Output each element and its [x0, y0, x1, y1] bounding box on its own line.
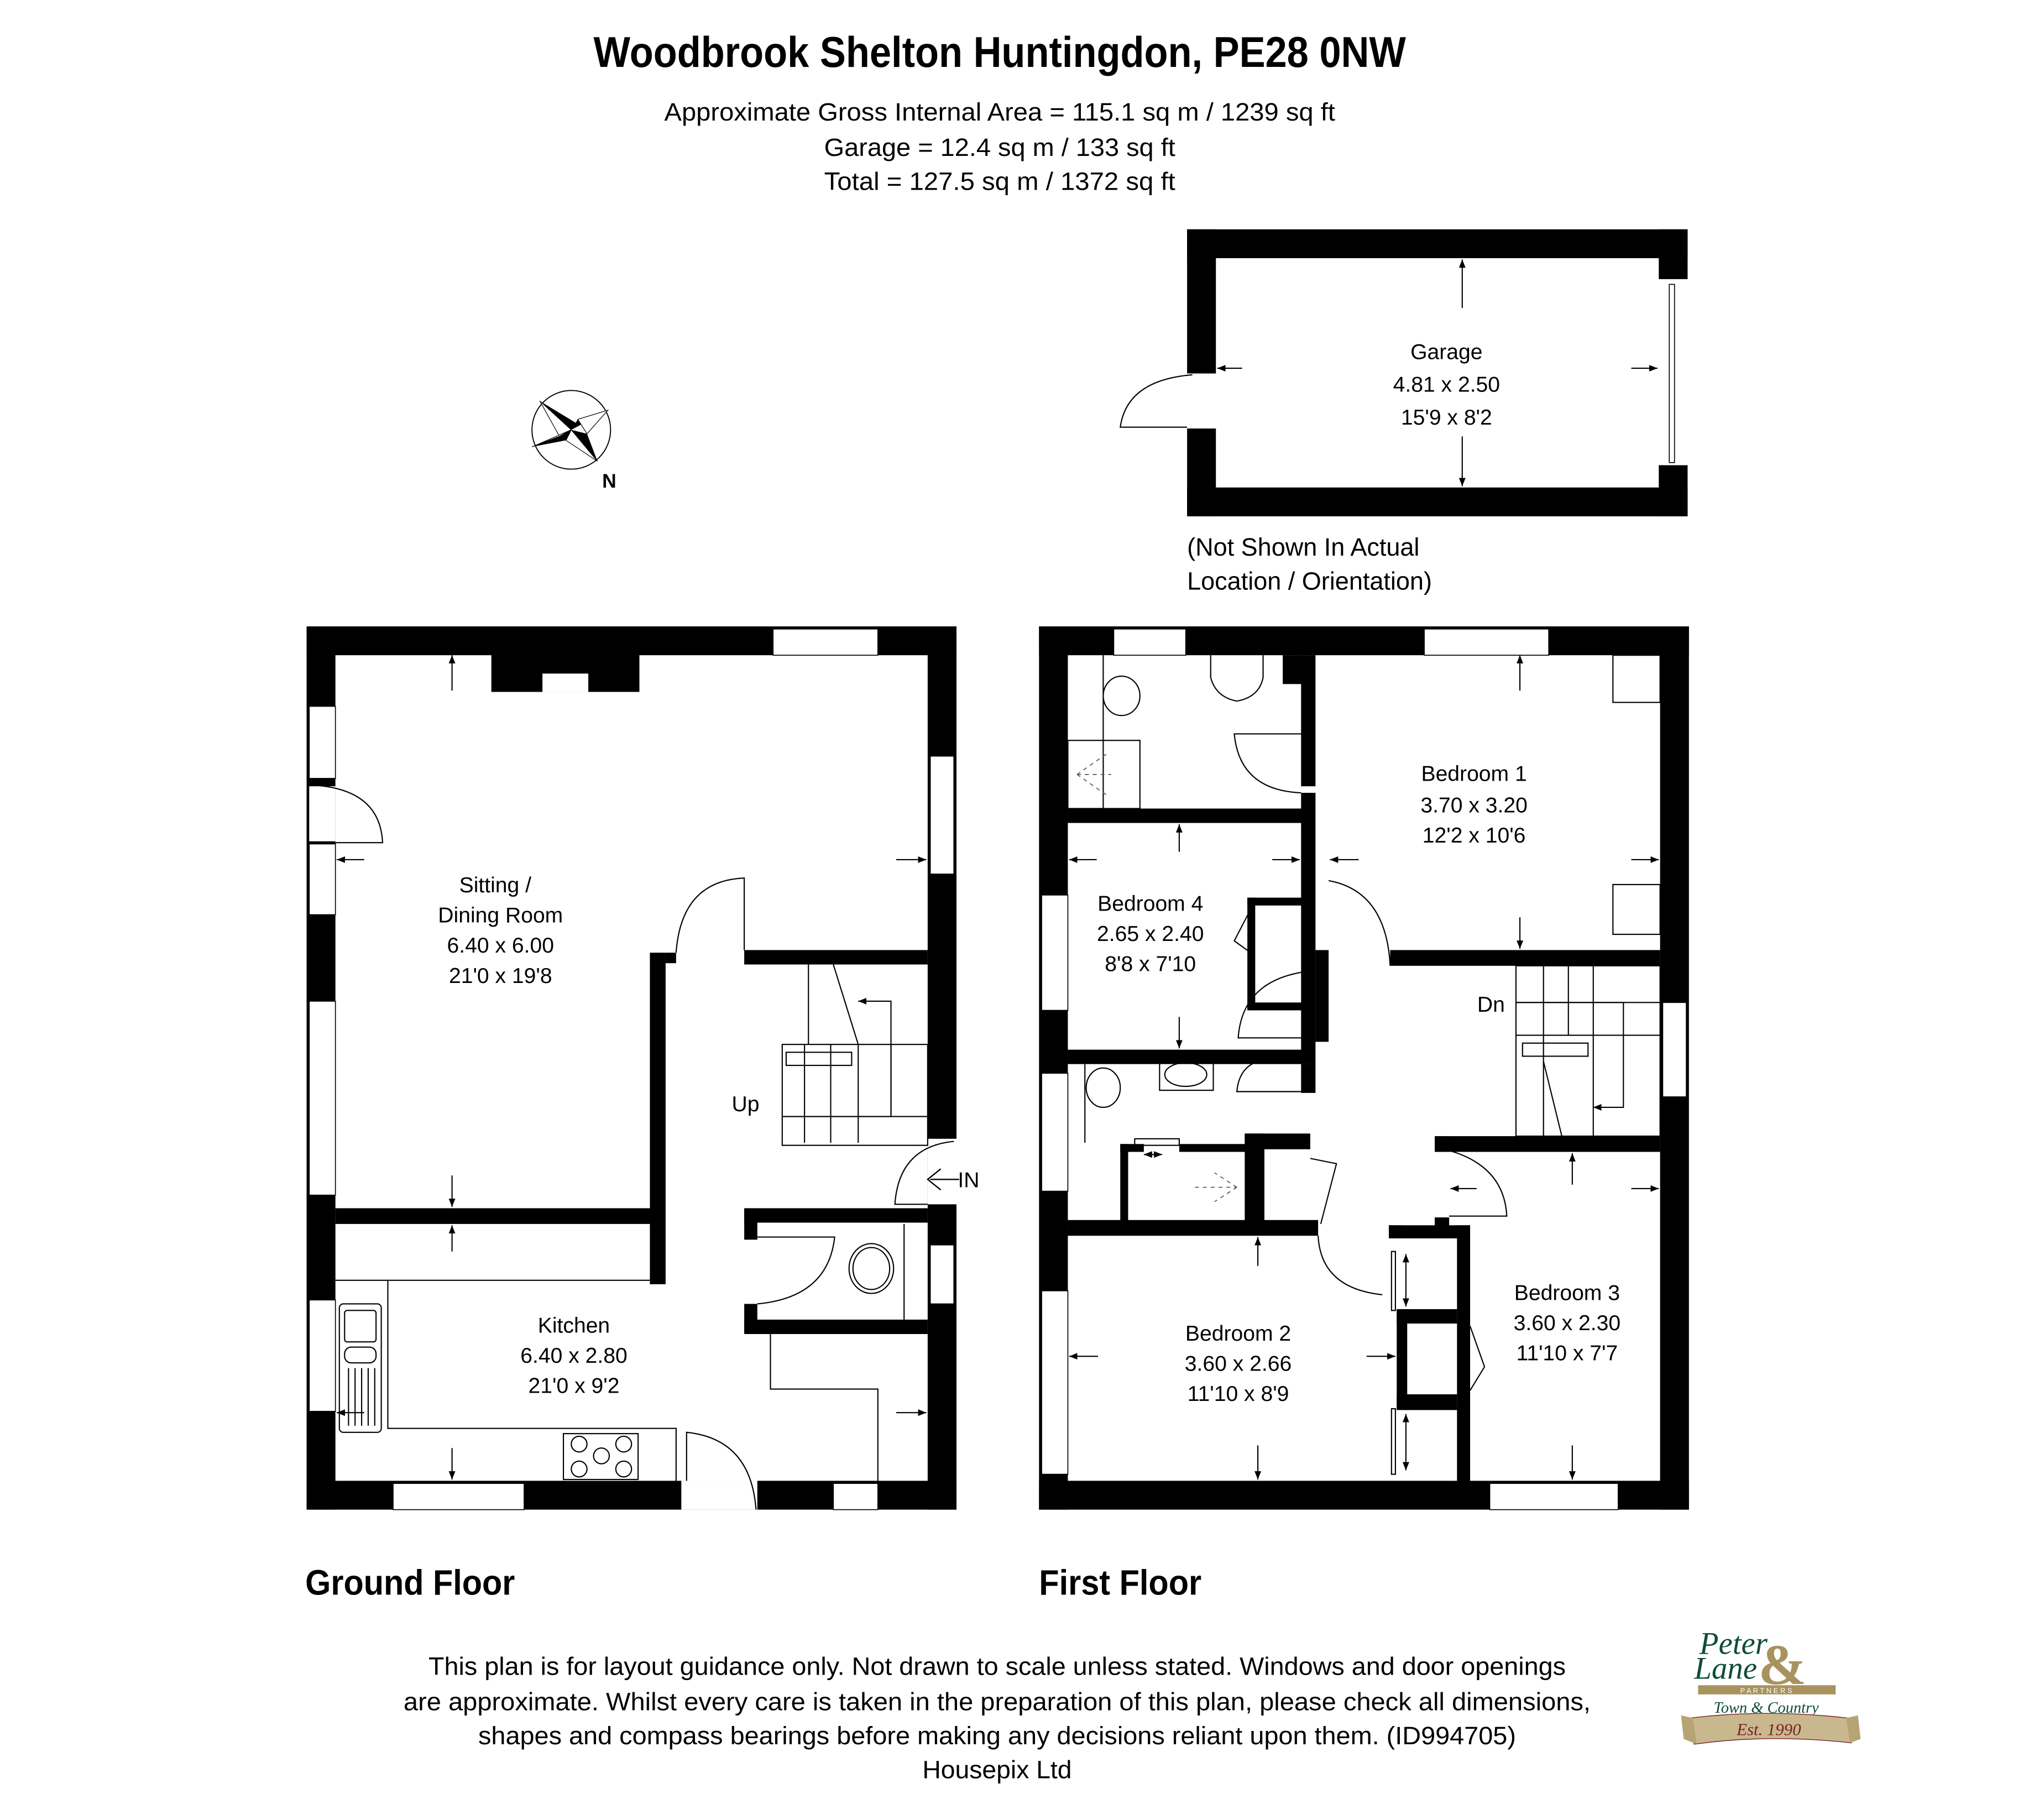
logo-line-lane: Lane [1693, 1651, 1757, 1686]
hob-icon [562, 1433, 639, 1481]
room-imperial: 8'8 x 7'10 [1105, 952, 1196, 976]
room-name-line-1: Sitting / [459, 874, 532, 897]
room-name: Bedroom 3 [1514, 1281, 1620, 1305]
entrance-label: IN [958, 1169, 979, 1192]
logo-line-peter: Peter [1699, 1626, 1768, 1661]
page-title: Woodbrook Shelton Huntingdon, PE28 0NW [594, 28, 1406, 76]
logo-established: Est. 1990 [1736, 1720, 1801, 1739]
room-imperial: 11'10 x 8'9 [1188, 1382, 1289, 1406]
room-imperial: 12'2 x 10'6 [1423, 824, 1526, 848]
stairs-down-label: Dn [1477, 993, 1505, 1017]
disclaimer-line-2: are approximate. Whilst every care is ta… [404, 1687, 1591, 1715]
room-metric: 3.60 x 2.66 [1185, 1352, 1292, 1375]
room-imperial: 21'0 x 9'2 [529, 1374, 620, 1398]
gross-internal-area: Approximate Gross Internal Area = 115.1 … [665, 98, 1336, 126]
ground-floor-stairs: Up [731, 964, 928, 1146]
disclaimer-line-3: shapes and compass bearings before makin… [478, 1722, 1516, 1750]
stairs-up-label: Up [731, 1092, 759, 1116]
room-name: Kitchen [538, 1314, 610, 1338]
garage-name: Garage [1410, 340, 1482, 364]
entrance-arrow-icon [926, 1168, 959, 1191]
header: Woodbrook Shelton Huntingdon, PE28 0NW A… [594, 28, 1406, 196]
logo-partners: P A R T N E R S [1740, 1686, 1792, 1694]
room-metric: 3.70 x 3.20 [1420, 794, 1527, 818]
room-bedroom-3: Bedroom 3 3.60 x 2.30 11'10 x 7'7 [1514, 1281, 1620, 1365]
disclaimer: This plan is for layout guidance only. N… [404, 1652, 1591, 1783]
ground-floor-label: Ground Floor [305, 1563, 515, 1603]
room-name: Bedroom 4 [1097, 892, 1203, 916]
garage-plan: Garage 4.81 x 2.50 15'9 x 8'2 (Not Shown… [1120, 229, 1688, 595]
room-bedroom-1: Bedroom 1 3.70 x 3.20 12'2 x 10'6 [1420, 762, 1527, 848]
total-area: Total = 127.5 sq m / 1372 sq ft [824, 168, 1176, 196]
compass-north-label: N [602, 470, 616, 492]
room-name-line-2: Dining Room [438, 904, 563, 928]
room-sitting-dining: Sitting / Dining Room 6.40 x 6.00 21'0 x… [438, 874, 563, 988]
first-floor-plan: Dn Bedroom 1 3.70 x 3.20 12'2 x 10'6 Bed… [1039, 626, 1689, 1510]
room-name: Bedroom 1 [1421, 762, 1527, 786]
room-metric: 2.65 x 2.40 [1097, 922, 1204, 946]
room-bedroom-2: Bedroom 2 3.60 x 2.66 11'10 x 8'9 [1185, 1322, 1292, 1406]
garage-imperial: 15'9 x 8'2 [1401, 406, 1492, 430]
room-bedroom-4: Bedroom 4 2.65 x 2.40 8'8 x 7'10 [1097, 892, 1204, 976]
garage-note-line-2: Location / Orientation) [1187, 567, 1432, 595]
compass-rose-icon: N [531, 390, 616, 492]
room-metric: 3.60 x 2.30 [1514, 1311, 1620, 1335]
ground-floor-plan: Up IN [306, 626, 979, 1510]
room-metric: 6.40 x 6.00 [447, 934, 554, 958]
room-imperial: 21'0 x 19'8 [449, 964, 552, 988]
agency-logo: Peter Lane & P A R T N E R S Town & Coun… [1681, 1626, 1861, 1745]
garage-metric: 4.81 x 2.50 [1393, 373, 1500, 397]
first-floor-stairs: Dn [1477, 965, 1661, 1137]
kitchen-sink-icon [338, 1303, 382, 1433]
shower-icon [1076, 753, 1111, 796]
room-name: Bedroom 2 [1185, 1322, 1291, 1346]
publisher-name: Housepix Ltd [922, 1756, 1071, 1784]
room-imperial: 11'10 x 7'7 [1517, 1341, 1618, 1365]
garage-note-line-1: (Not Shown In Actual [1187, 533, 1419, 561]
first-floor-label: First Floor [1039, 1563, 1201, 1603]
room-kitchen: Kitchen 6.40 x 2.80 21'0 x 9'2 [520, 1314, 627, 1398]
room-metric: 6.40 x 2.80 [520, 1344, 627, 1368]
disclaimer-line-1: This plan is for layout guidance only. N… [428, 1652, 1566, 1680]
garage-area: Garage = 12.4 sq m / 133 sq ft [824, 133, 1176, 161]
